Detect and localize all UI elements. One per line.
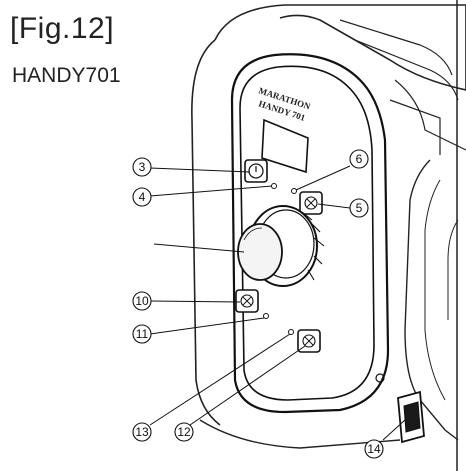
speed-knob[interactable] xyxy=(237,223,283,281)
leader-6 xyxy=(295,165,351,191)
callout-6: 6 xyxy=(349,149,369,169)
housing-left-edge xyxy=(191,39,221,426)
leader-3 xyxy=(149,167,251,173)
figure-model-label: HANDY701 xyxy=(12,64,121,87)
leader-4 xyxy=(149,185,273,197)
housing-bottom-edge xyxy=(199,419,401,449)
callout-3: 3 xyxy=(132,157,152,177)
callout-6-label: 6 xyxy=(356,152,363,166)
speed-knob-grip xyxy=(301,211,325,281)
leader-14 xyxy=(382,419,406,441)
callout-11-label: 11 xyxy=(136,327,149,341)
leader-12 xyxy=(189,345,306,426)
housing-top-outline xyxy=(214,4,466,91)
callout-3-label: 3 xyxy=(139,160,146,174)
lower-right-button-icon xyxy=(302,334,316,348)
lower-left-button-icon xyxy=(240,294,254,308)
leader-10 xyxy=(149,300,241,303)
rotation-led xyxy=(291,188,297,194)
leader-11 xyxy=(149,317,265,335)
rotation-icon-mark xyxy=(306,198,316,208)
housing-top-rib xyxy=(339,19,453,76)
callout-14: 14 xyxy=(364,439,384,459)
leader-13 xyxy=(149,333,291,426)
housing-right-inner xyxy=(424,179,446,401)
callout-13-label: 13 xyxy=(135,425,149,439)
lower-left-button-icon-mark xyxy=(242,296,252,306)
callout-5: 5 xyxy=(349,198,369,218)
housing-side-edge2 xyxy=(394,79,466,151)
callout-5-label: 5 xyxy=(356,201,363,215)
housing-right-groove xyxy=(447,219,459,320)
callout-10: 10 xyxy=(132,291,152,311)
speed-knob-highlight xyxy=(243,227,263,241)
callout-12: 12 xyxy=(174,422,194,442)
housing-screw xyxy=(375,373,385,383)
lower-right-button-icon-mark xyxy=(304,336,314,346)
power-icon xyxy=(248,163,264,179)
housing-top-rib2 xyxy=(354,39,459,101)
housing-side-edge xyxy=(389,99,441,155)
leader-5 xyxy=(317,203,351,209)
rotation-icon xyxy=(304,196,318,210)
lower-left-led xyxy=(263,313,269,319)
callout-4-label: 4 xyxy=(139,190,146,204)
callout-14-label: 14 xyxy=(367,442,381,456)
callout-13: 13 xyxy=(132,422,152,442)
display-window xyxy=(261,118,309,174)
lower-right-led xyxy=(288,329,294,335)
main-power-switch-rocker xyxy=(403,401,421,433)
leader-knob xyxy=(153,243,245,253)
callout-11: 11 xyxy=(132,324,152,344)
callout-10-label: 10 xyxy=(135,294,149,308)
figure-title: [Fig.12] xyxy=(10,12,115,45)
callout-4: 4 xyxy=(132,187,152,207)
callout-12-label: 12 xyxy=(177,425,191,439)
